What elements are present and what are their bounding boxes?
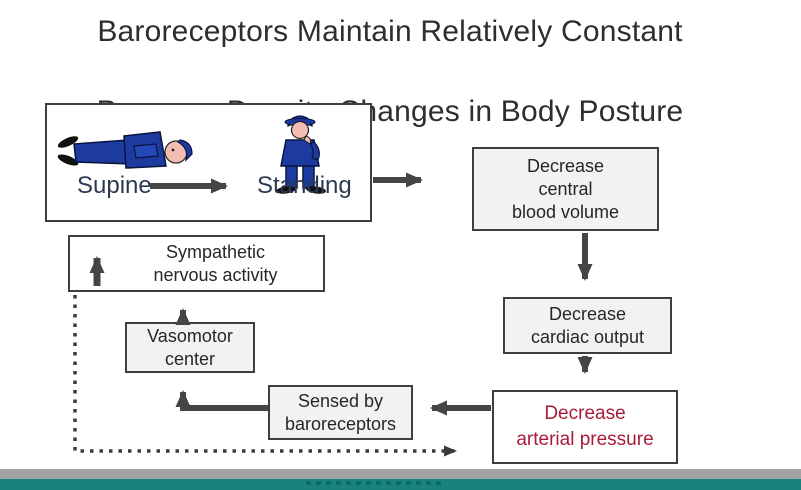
standing-person-icon — [276, 115, 326, 194]
standing-label: Standing — [257, 172, 352, 199]
flow-box-central-blood-volume: Decrease central blood volume — [472, 147, 659, 231]
footer-text-remnant — [306, 481, 444, 485]
supine-label: Supine — [77, 172, 152, 199]
supine-person-icon — [57, 131, 193, 169]
arrow-sensed-to-vasomotor — [175, 390, 268, 411]
footer-gray-bar — [0, 469, 801, 479]
flow-box-arterial-pressure: Decrease arterial pressure — [492, 390, 678, 464]
flow-box-sensed-by-baroreceptors: Sensed by baroreceptors — [268, 385, 413, 440]
flow-box-vasomotor-center: Vasomotor center — [125, 322, 255, 373]
title-line-1: Baroreceptors Maintain Relatively Consta… — [97, 15, 683, 48]
flow-box-cardiac-output: Decrease cardiac output — [503, 297, 672, 354]
flow-box-sympathetic-nervous-activity: Sympathetic nervous activity — [68, 235, 325, 292]
